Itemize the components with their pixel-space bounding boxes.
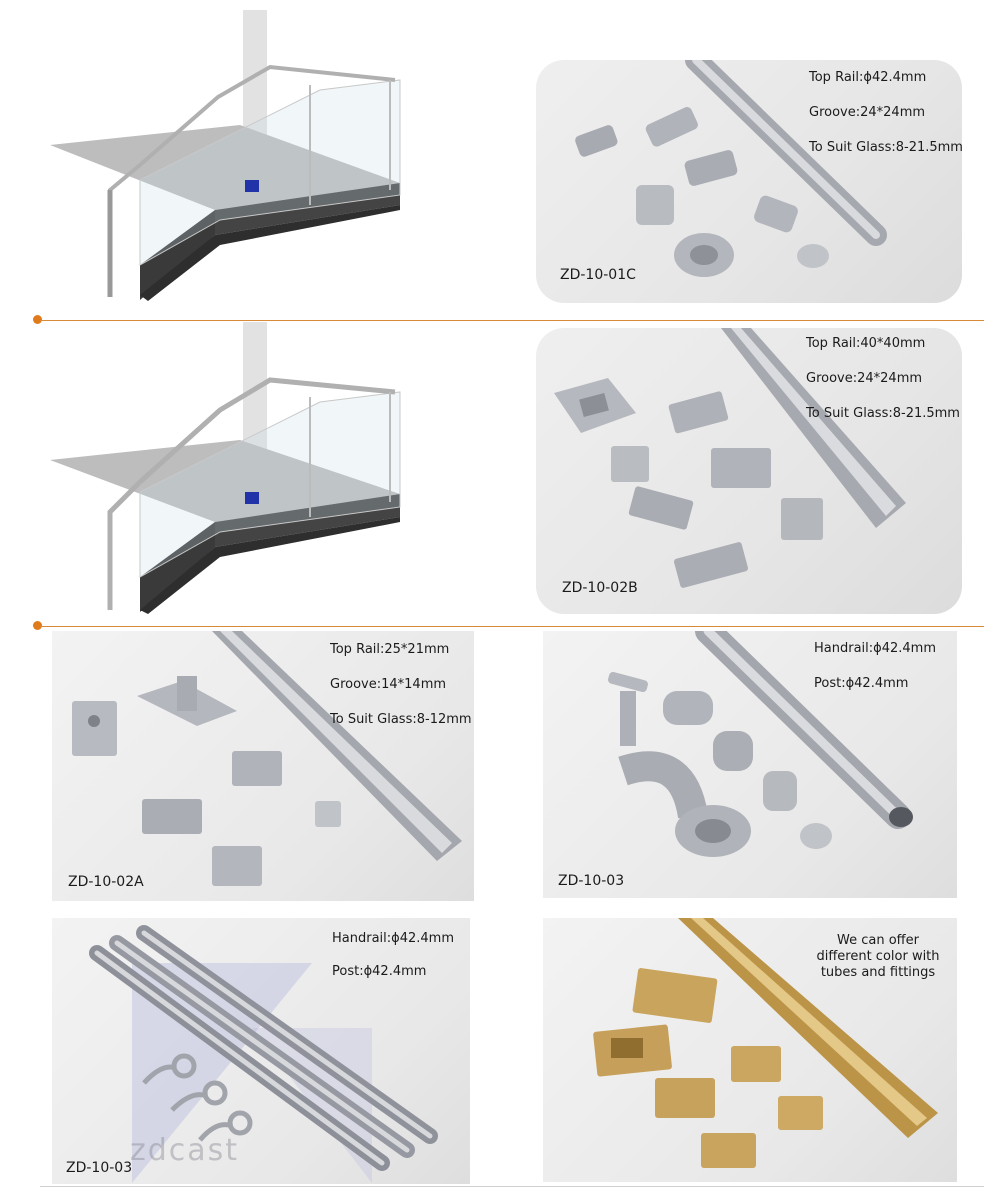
spec-line: Groove:24*24mm <box>806 371 923 386</box>
product-panel-zd-10-02a: Top Rail:25*21mm Groove:14*14mm To Suit … <box>52 631 474 901</box>
spec-line: Handrail:ϕ42.4mm <box>332 931 454 946</box>
product-panel-zd-10-03-fittings: Handrail:ϕ42.4mm Post:ϕ42.4mm ZD-10-03 <box>543 631 957 898</box>
product-code: ZD-10-02A <box>68 874 144 890</box>
spec-line: Post:ϕ42.4mm <box>332 964 427 979</box>
spec-line: To Suit Glass:8-21.5mm <box>806 406 960 421</box>
product-panel-zd-10-01c: Top Rail:ϕ42.4mm Groove:24*24mm To Suit … <box>536 60 962 303</box>
color-note: We can offer different color with tubes … <box>813 933 943 981</box>
product-panel-zd-10-03-tubes: zdcast Handrail:ϕ42.4mm Post:ϕ42.4mm ZD-… <box>52 918 470 1184</box>
spec-line: To Suit Glass:8-21.5mm <box>809 140 962 155</box>
spec-line: Groove:14*14mm <box>330 677 447 692</box>
note-line: We can offer <box>837 933 919 948</box>
product-code: ZD-10-03 <box>66 1160 133 1176</box>
footer-rule <box>40 1186 984 1187</box>
stair-render-2 <box>40 322 420 617</box>
divider-bullet <box>33 315 42 324</box>
spec-line: Top Rail:40*40mm <box>806 336 926 351</box>
stair-render-1 <box>40 5 420 305</box>
note-line: tubes and fittings <box>820 965 936 980</box>
product-code: ZD-10-01C <box>560 267 636 283</box>
note-line: different color with <box>816 949 940 964</box>
spec-line: Post:ϕ42.4mm <box>814 676 909 691</box>
spec-line: Groove:24*24mm <box>809 105 926 120</box>
divider-bullet <box>33 621 42 630</box>
section-divider <box>40 320 984 321</box>
spec-line: To Suit Glass:8-12mm <box>330 712 472 727</box>
spec-line: Top Rail:25*21mm <box>330 642 450 657</box>
product-code: ZD-10-02B <box>562 580 638 596</box>
product-panel-brass-colors: We can offer different color with tubes … <box>543 918 957 1182</box>
spec-line: Top Rail:ϕ42.4mm <box>809 70 927 85</box>
section-divider <box>40 626 984 627</box>
product-code: ZD-10-03 <box>558 873 625 889</box>
spec-line: Handrail:ϕ42.4mm <box>814 641 936 656</box>
product-panel-zd-10-02b: Top Rail:40*40mm Groove:24*24mm To Suit … <box>536 328 962 614</box>
watermark: zdcast <box>130 1133 240 1168</box>
